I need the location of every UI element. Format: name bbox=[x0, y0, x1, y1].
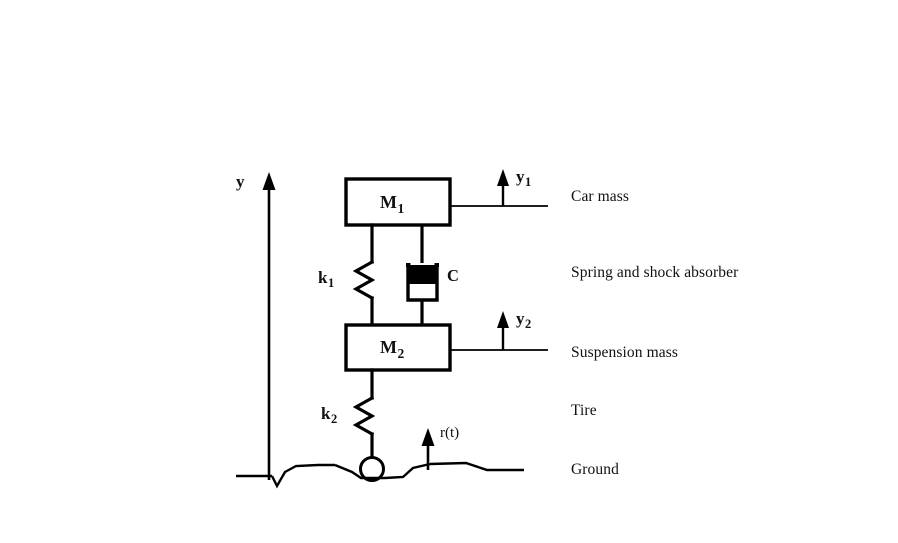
damper-c-label: C bbox=[447, 266, 459, 285]
y2-label: y2 bbox=[516, 309, 532, 331]
y1-indicator bbox=[450, 169, 548, 207]
ground-profile bbox=[236, 461, 524, 489]
legend-item-tire: Tire bbox=[571, 402, 597, 419]
y-axis-label: y bbox=[236, 172, 245, 191]
mass-m2-label: M2 bbox=[380, 337, 405, 361]
spring-k2-label: k2 bbox=[321, 404, 338, 426]
damper-c bbox=[406, 225, 439, 325]
road-input-arrow bbox=[421, 428, 435, 470]
y-axis-arrow bbox=[262, 172, 276, 480]
mass-m1-label: M1 bbox=[380, 192, 405, 216]
legend-item-suspension-mass: Suspension mass bbox=[571, 344, 678, 361]
suspension-mass-box bbox=[344, 323, 452, 372]
y1-label: y1 bbox=[516, 167, 532, 189]
y2-indicator bbox=[450, 311, 548, 351]
road-input-label: r(t) bbox=[440, 425, 460, 441]
tire-contact-circle bbox=[359, 456, 385, 482]
spring-k1 bbox=[352, 223, 376, 327]
car-mass-box bbox=[344, 177, 452, 227]
spring-k1-label: k1 bbox=[318, 268, 335, 290]
spring-k2 bbox=[352, 368, 376, 460]
legend-item-spring-and-shock-absorber: Spring and shock absorber bbox=[571, 264, 739, 281]
legend-item-ground: Ground bbox=[571, 461, 619, 478]
legend-item-car-mass: Car mass bbox=[571, 188, 630, 205]
